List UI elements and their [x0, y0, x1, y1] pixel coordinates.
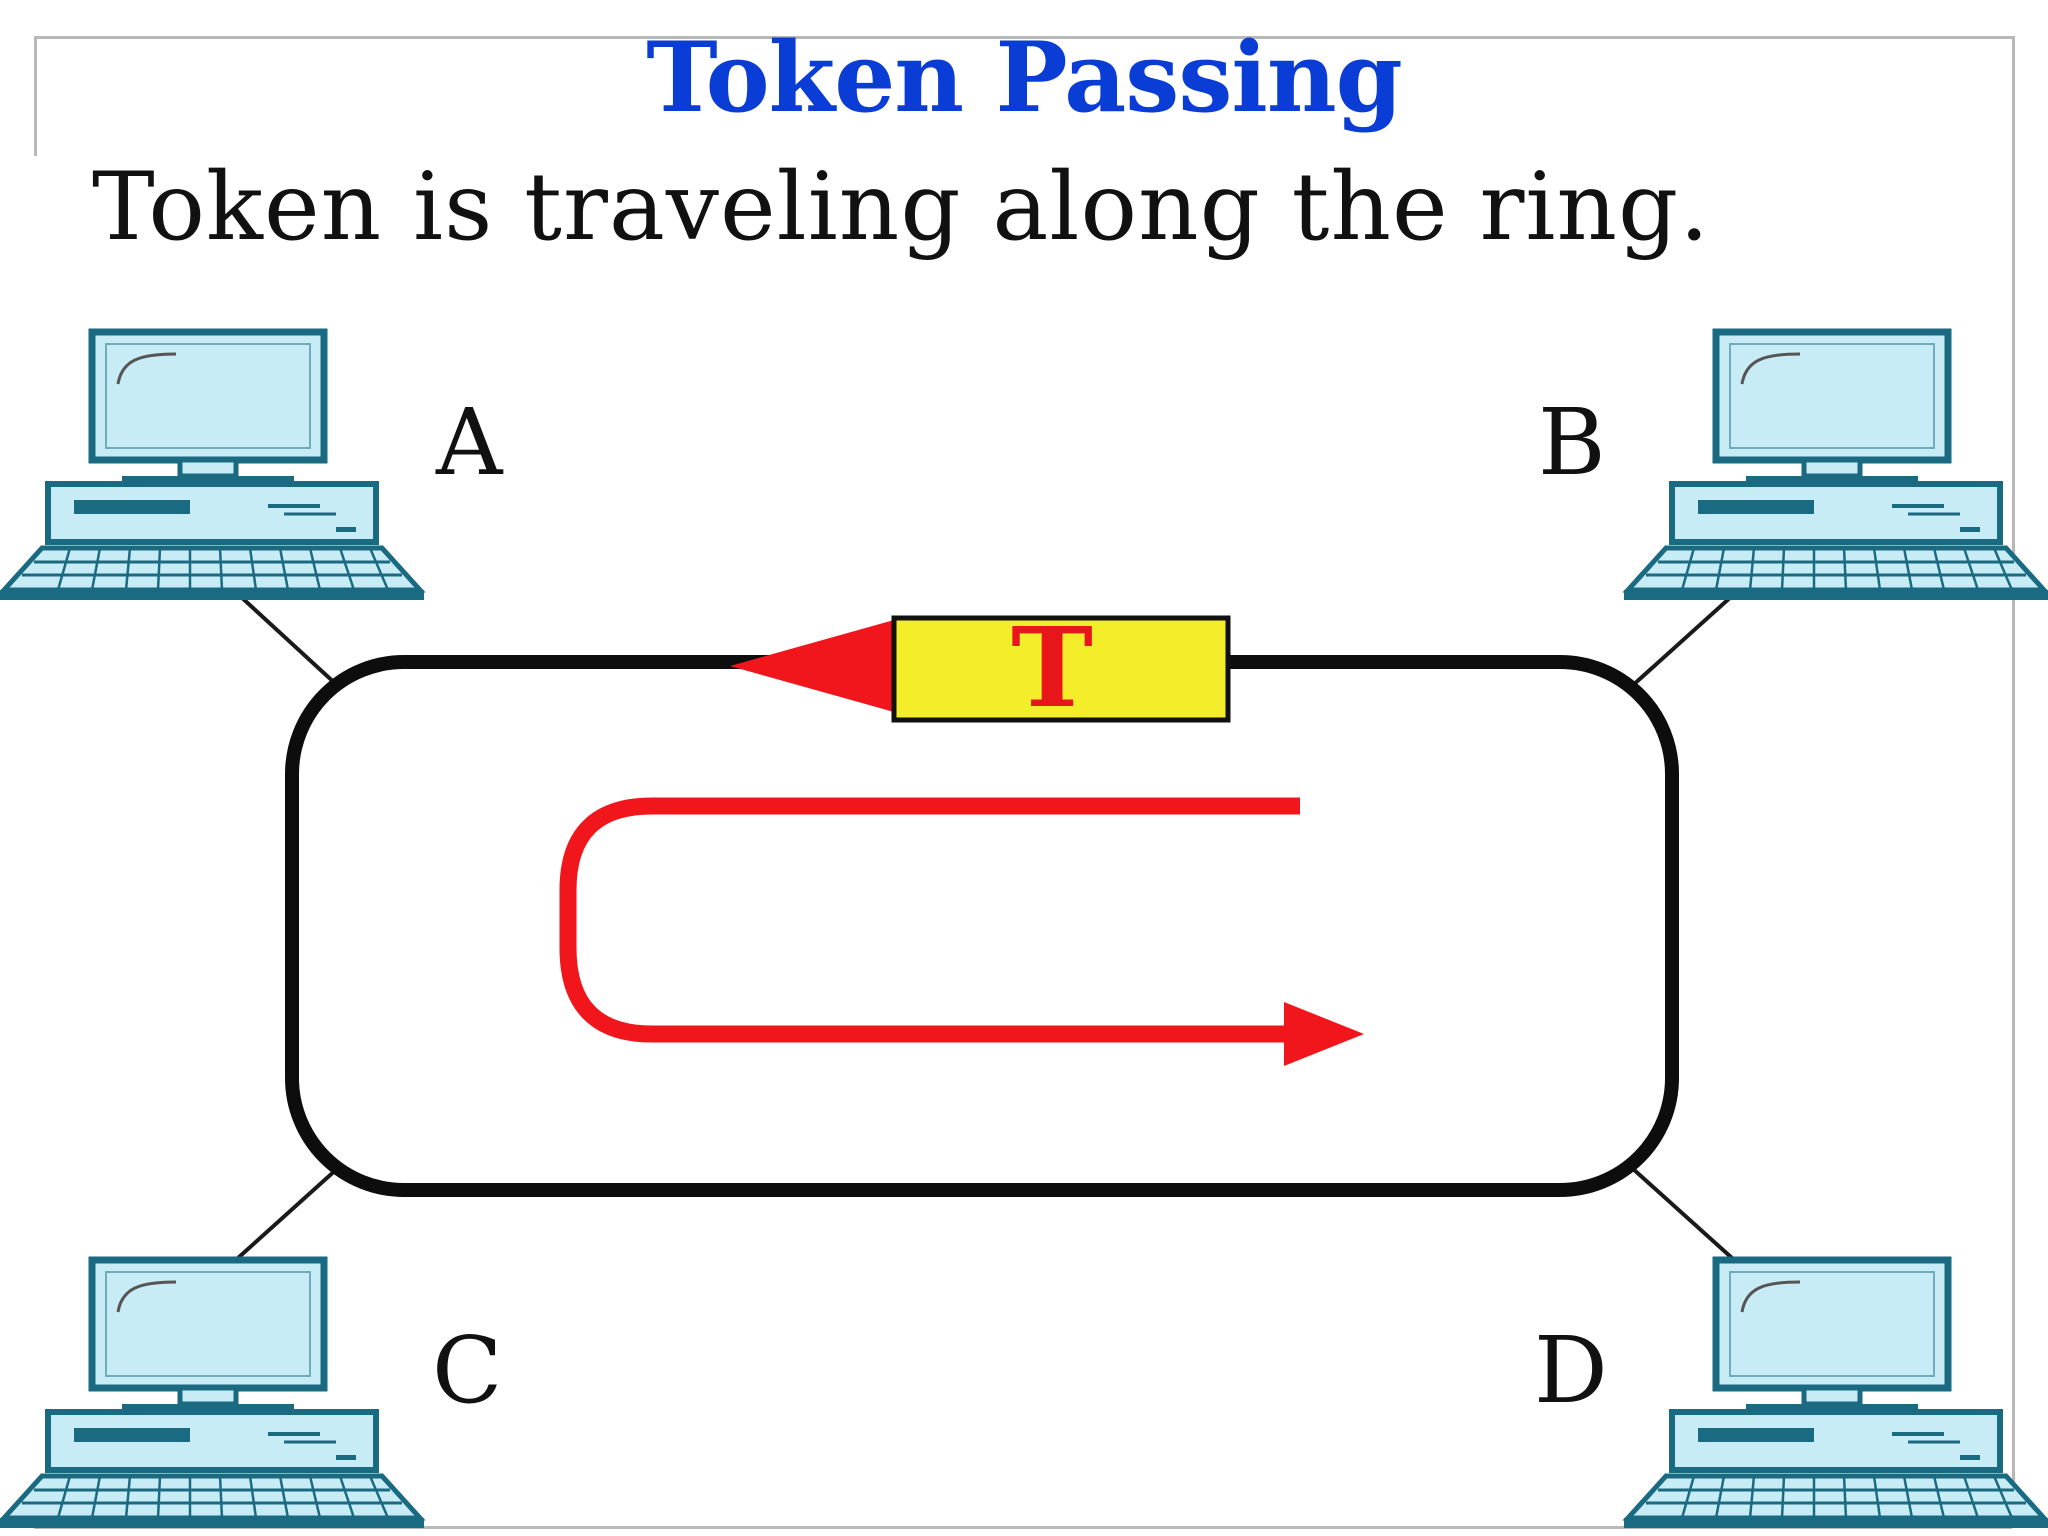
- computer-icon-a: [0, 332, 424, 600]
- slide-subtitle: Token is traveling along the ring.: [92, 153, 1711, 262]
- token-direction-arrow: [730, 620, 894, 712]
- ring: [285, 655, 1679, 1197]
- frame-top-border: [34, 36, 2012, 39]
- frame-bottom-border: [34, 1526, 2012, 1529]
- frame-left-border: [34, 36, 37, 156]
- node-label-c: C: [432, 1317, 502, 1424]
- slide-title: Token Passing: [646, 21, 1403, 134]
- token-box: [891, 615, 1231, 723]
- computer-icon-b: [1624, 332, 2048, 600]
- frame-right-border: [2012, 36, 2015, 1526]
- computer-icon-d: [1624, 1260, 2048, 1528]
- token-label: T: [1011, 603, 1093, 732]
- link-d: [1630, 1166, 1734, 1260]
- link-b: [1630, 594, 1734, 688]
- circulation-arrow: [559, 797, 1300, 1043]
- node-label-a: A: [435, 389, 504, 496]
- circulation-arrowhead: [1284, 1002, 1364, 1066]
- node-label-d: D: [1534, 1317, 1608, 1424]
- link-a: [238, 594, 340, 688]
- computer-icon-c: [0, 1260, 424, 1528]
- node-label-b: B: [1538, 389, 1606, 496]
- link-c: [236, 1166, 340, 1260]
